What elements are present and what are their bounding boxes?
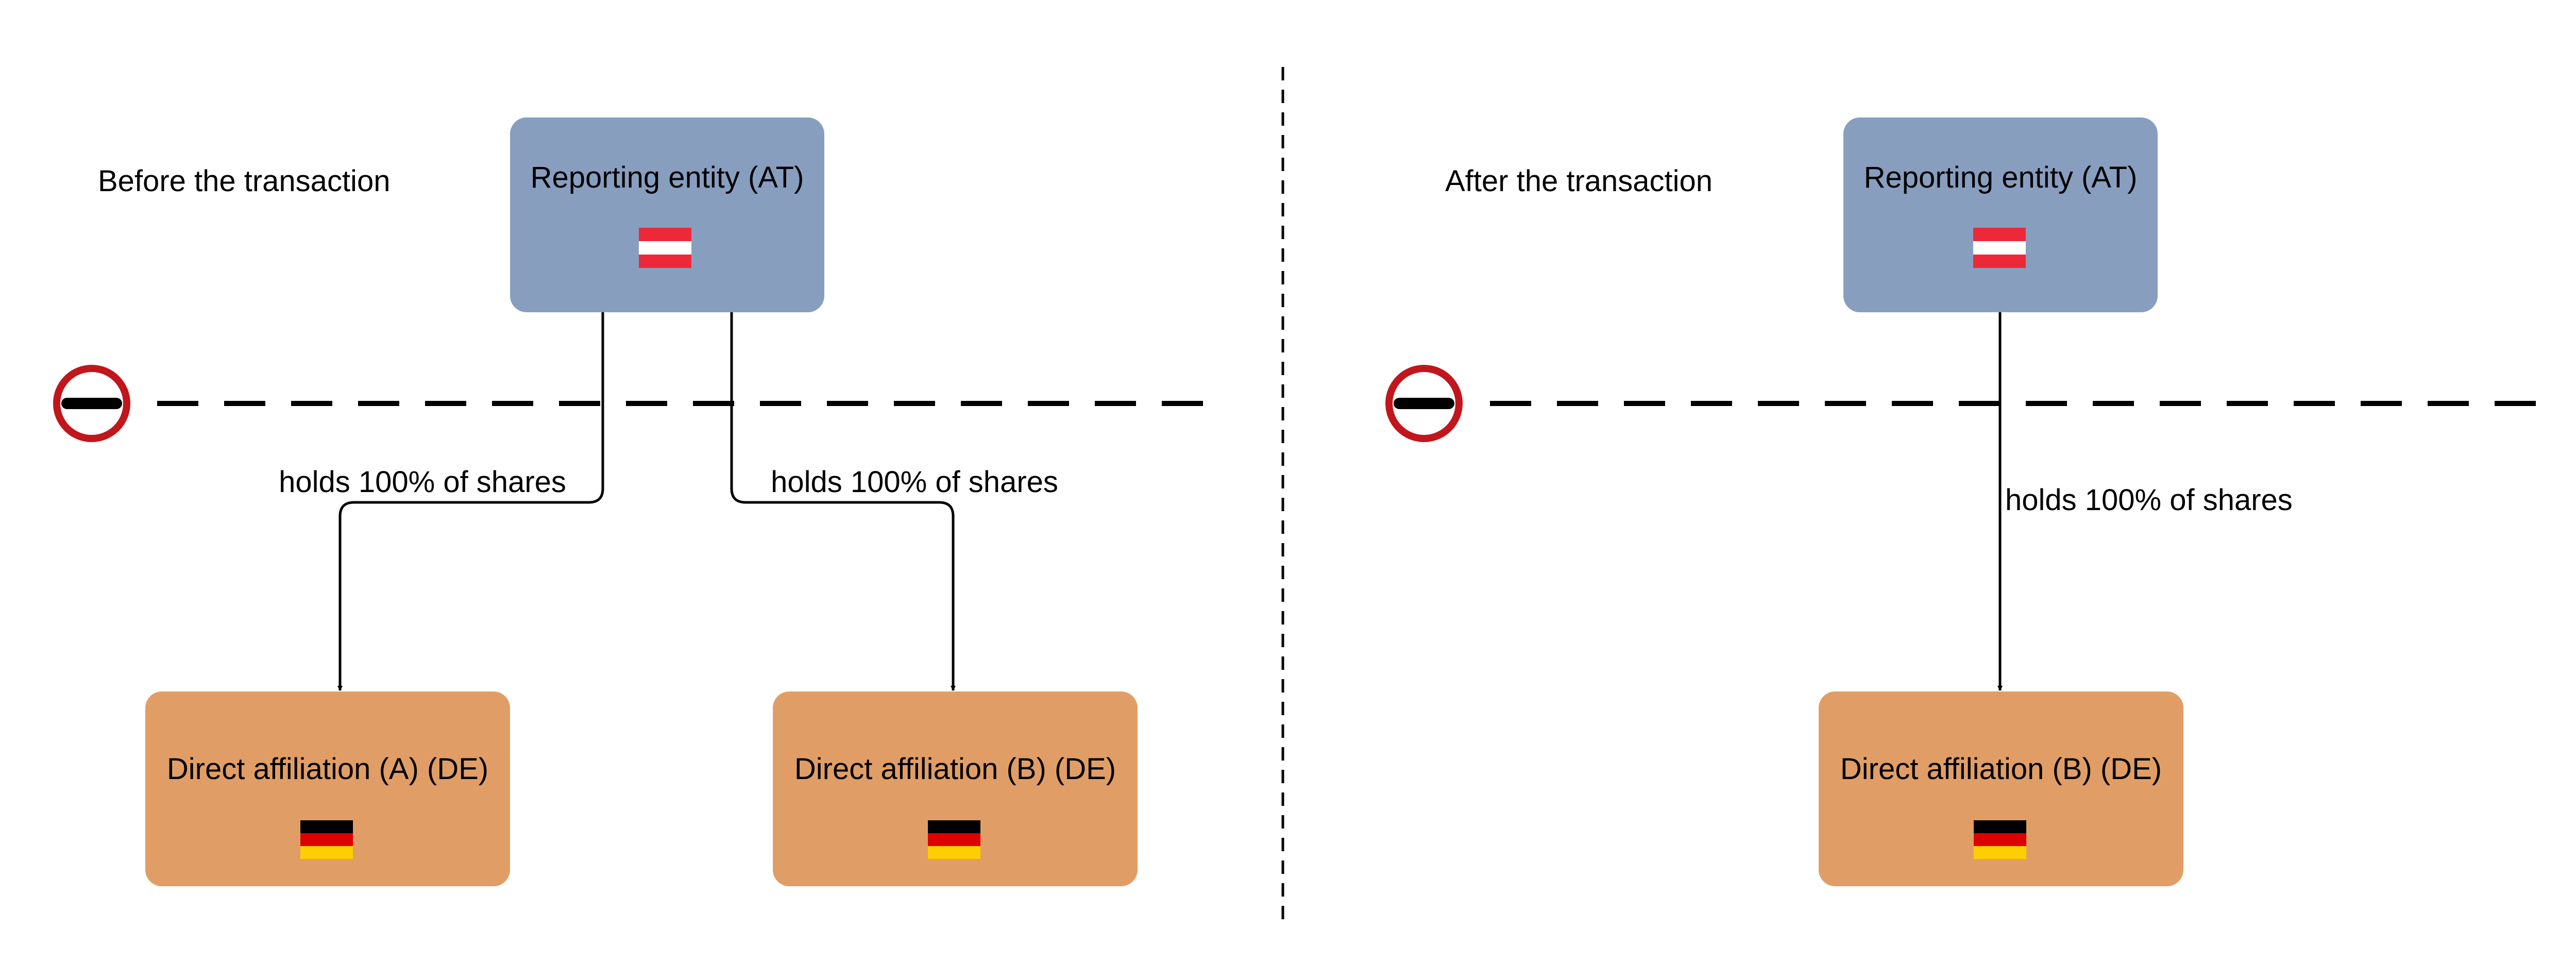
before-caption: Before the transaction xyxy=(98,164,390,198)
reporting-entity-node-after: Reporting entity (AT) xyxy=(1843,117,2158,312)
border-no-entry-icon xyxy=(53,365,130,442)
reporting-entity-label: Reporting entity (AT) xyxy=(531,161,804,194)
affiliate-b-node-after: Direct affiliation (B) (DE) xyxy=(1819,691,2183,886)
edge-after-label: holds 100% of shares xyxy=(2005,483,2293,517)
affiliate-a-node: Direct affiliation (A) (DE) xyxy=(145,691,510,886)
ownership-edge-a xyxy=(337,312,604,691)
affiliate-a-label: Direct affiliation (A) (DE) xyxy=(167,752,488,786)
after-section: After the transaction holds 100% of shar… xyxy=(1385,117,2540,886)
border-no-entry-icon xyxy=(1385,365,1463,442)
ownership-edge-b xyxy=(730,312,956,691)
reporting-entity-node-before: Reporting entity (AT) xyxy=(510,117,824,312)
austria-flag-icon xyxy=(1973,228,2026,268)
germany-flag-icon xyxy=(1974,820,2026,859)
germany-flag-icon xyxy=(300,820,353,859)
before-section: Before the transaction holds 100% of sha… xyxy=(53,117,1203,886)
reporting-entity-label: Reporting entity (AT) xyxy=(1864,161,2138,194)
affiliate-b-label: Direct affiliation (B) (DE) xyxy=(1840,752,2162,786)
edge-a-label: holds 100% of shares xyxy=(279,465,566,499)
austria-flag-icon xyxy=(639,228,691,268)
affiliate-b-node-before: Direct affiliation (B) (DE) xyxy=(773,691,1138,886)
germany-flag-icon xyxy=(928,820,980,859)
edge-b-label: holds 100% of shares xyxy=(771,465,1058,499)
after-caption: After the transaction xyxy=(1445,164,1713,198)
affiliate-b-label: Direct affiliation (B) (DE) xyxy=(794,752,1116,786)
